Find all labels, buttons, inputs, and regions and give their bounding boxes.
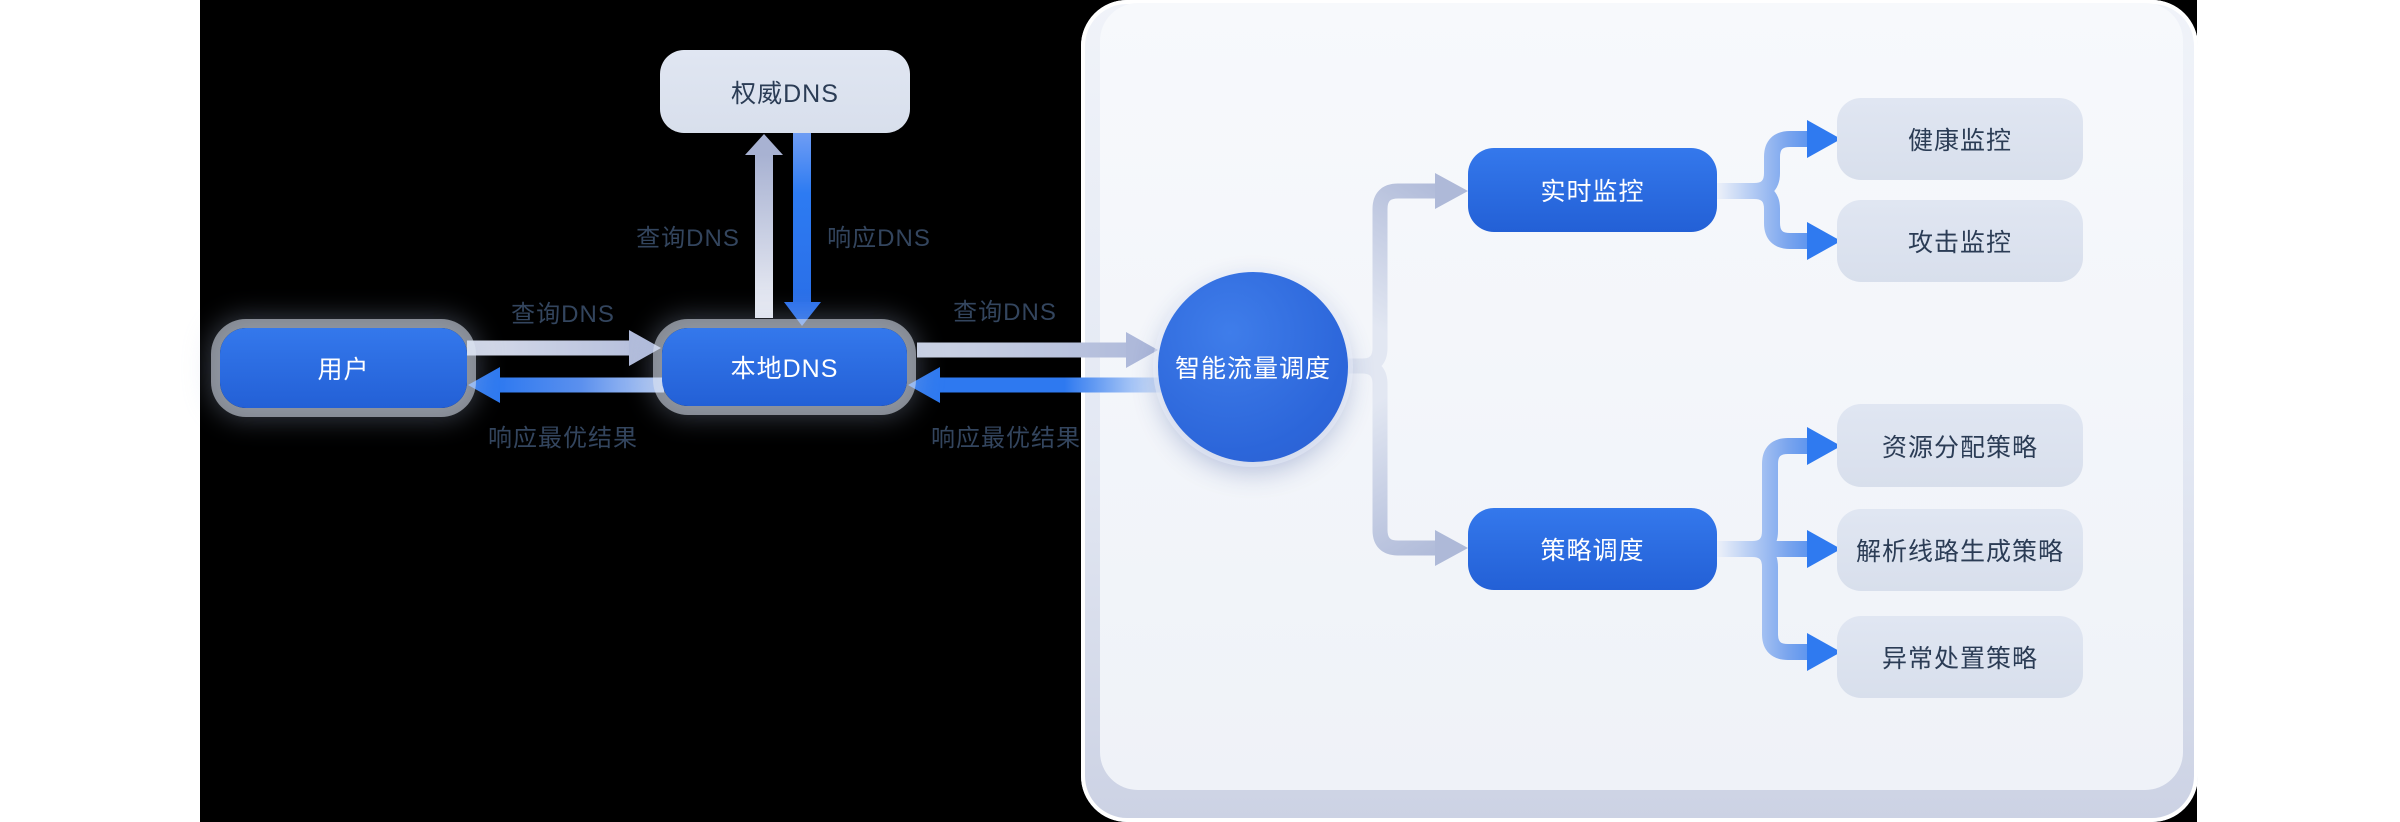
arrow-localdns-to-hub <box>917 332 1158 368</box>
arrowhead-right-icon <box>1435 173 1468 209</box>
node-realtime-monitor: 实时监控 <box>1468 148 1717 232</box>
edge-label-query-dns-auth: 查询DNS <box>636 225 740 252</box>
arrow-user-to-localdns <box>467 330 661 366</box>
connector-hub-to-policy <box>1345 358 1468 566</box>
edge-label-response-best-user: 响应最优结果 <box>488 425 638 452</box>
arrow-authdns-to-localdns <box>784 133 821 326</box>
connector-hub-to-monitor <box>1345 173 1468 374</box>
node-policy-scheduler: 策略调度 <box>1468 508 1717 590</box>
node-attack-monitor: 攻击监控 <box>1837 200 2083 282</box>
arrowhead-up-icon <box>745 134 783 155</box>
connector-policy-to-exception <box>1717 541 1841 671</box>
node-traffic-scheduler-hub: 智能流量调度 <box>1158 272 1348 462</box>
node-local-dns: 本地DNS <box>662 328 907 406</box>
arrowhead-right-icon <box>1807 530 1841 568</box>
connector-monitor-to-attack <box>1717 183 1841 260</box>
arrowhead-left-icon <box>908 367 940 403</box>
edge-label-response-dns-auth: 响应DNS <box>827 225 931 252</box>
arrowhead-right-icon <box>1807 427 1841 465</box>
node-line-generation-policy: 解析线路生成策略 <box>1837 509 2083 591</box>
arrow-localdns-to-user <box>468 367 664 403</box>
node-health-monitor: 健康监控 <box>1837 98 2083 180</box>
arrowhead-left-icon <box>468 367 500 403</box>
arrowhead-right-icon <box>1126 332 1158 368</box>
connector-policy-to-resource <box>1717 427 1841 557</box>
node-resource-allocation-policy: 资源分配策略 <box>1837 404 2083 487</box>
node-exception-handling-policy: 异常处置策略 <box>1837 616 2083 698</box>
arrow-hub-to-localdns <box>908 367 1168 403</box>
node-user: 用户 <box>220 328 467 408</box>
node-authoritative-dns: 权威DNS <box>660 50 910 133</box>
arrowhead-down-icon <box>784 302 821 326</box>
arrowhead-right-icon <box>1807 120 1841 158</box>
arrow-localdns-to-authdns <box>745 134 783 318</box>
connector-monitor-to-health <box>1717 120 1841 199</box>
arrowhead-right-icon <box>1807 633 1841 671</box>
arrowhead-right-icon <box>1435 530 1468 566</box>
arrowhead-right-icon <box>629 330 661 366</box>
arrowhead-right-icon <box>1807 222 1841 260</box>
edge-label-query-dns-hub: 查询DNS <box>953 299 1057 326</box>
edge-label-response-best-hub: 响应最优结果 <box>931 425 1081 452</box>
edge-label-query-dns-user: 查询DNS <box>511 301 615 328</box>
